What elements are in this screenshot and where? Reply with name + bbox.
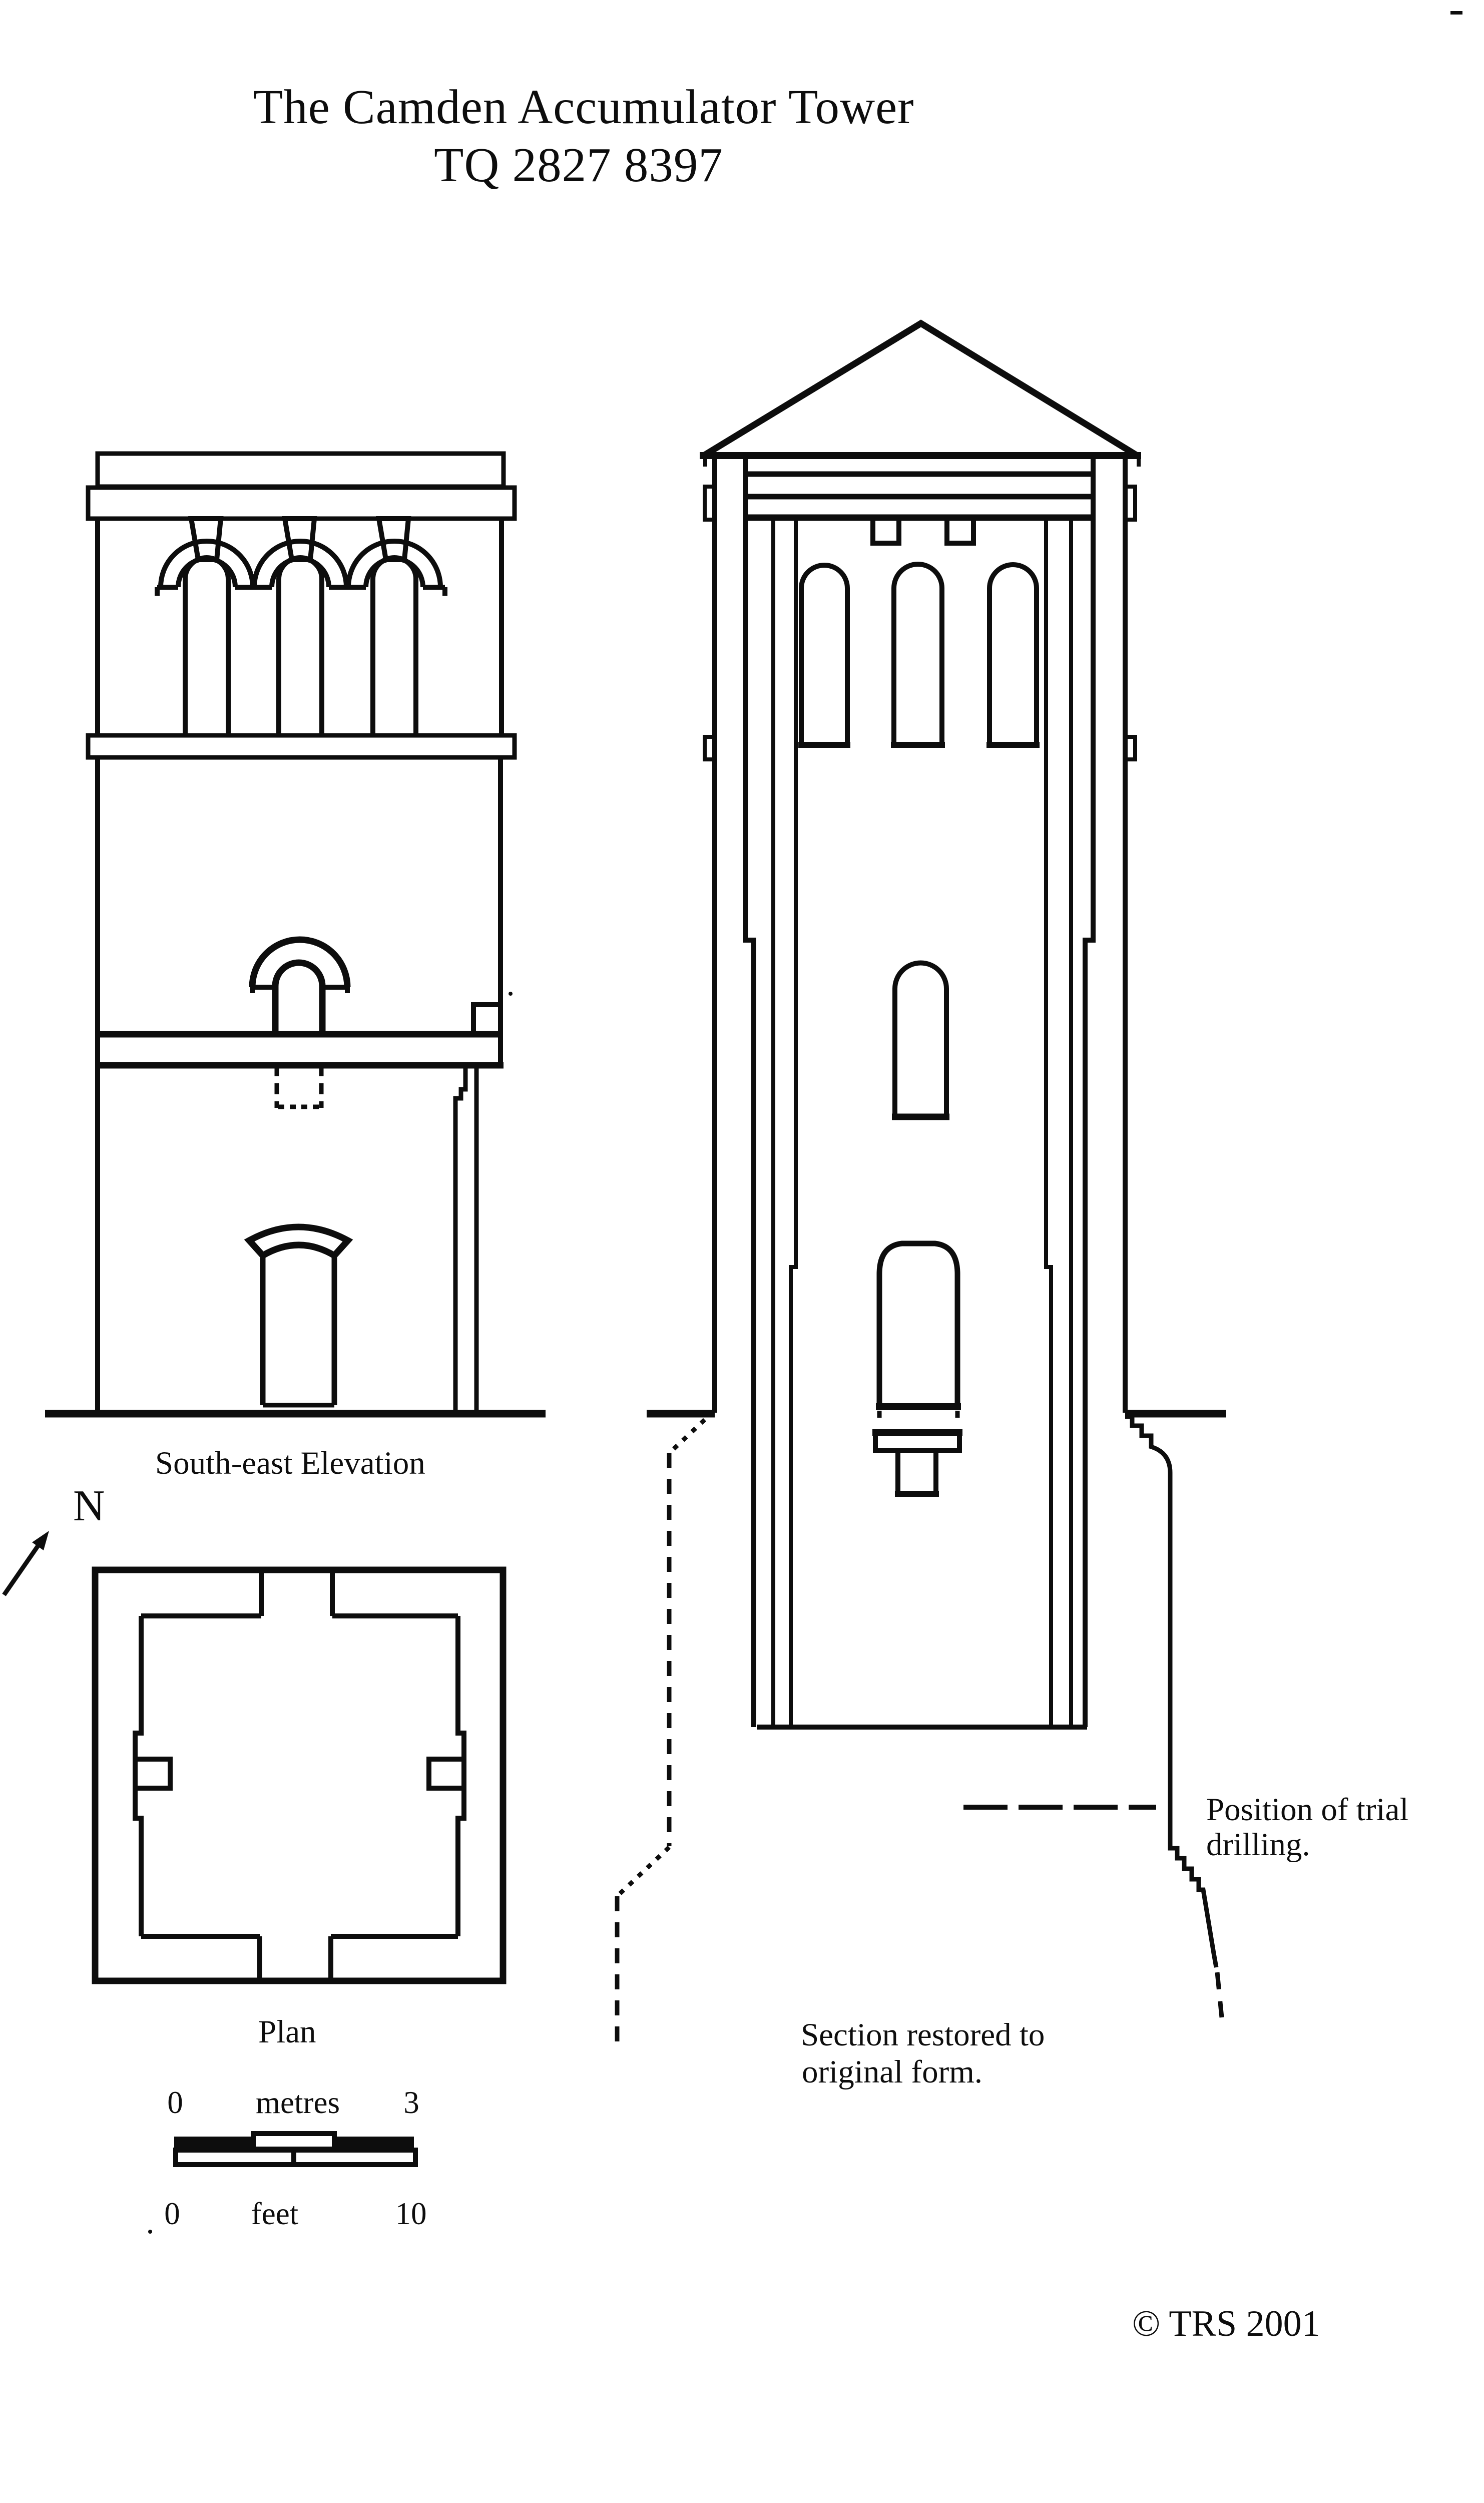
elevation-middle-window [249, 936, 351, 1034]
section-middle-window [892, 960, 949, 1120]
scale-metres-max: 3 [403, 2085, 419, 2120]
section-roof [702, 319, 1139, 459]
section-caption-line1: Section restored to [801, 2017, 1045, 2053]
corner-mark [1450, 11, 1462, 15]
scale-feet-zero: 0 [164, 2196, 180, 2231]
trial-drilling-caption-line1: Position of trial [1206, 1792, 1409, 1828]
elevation-hidden-shaft [274, 1065, 324, 1109]
arcade-arches [155, 516, 447, 735]
copyright-label: © TRS 2001 [1132, 2303, 1320, 2344]
elevation-door [244, 1223, 353, 1408]
elevation-string-course [86, 733, 517, 760]
elevation-caption: South-east Elevation [155, 1445, 425, 1481]
section-lower-window [876, 1240, 961, 1418]
scale-bar-graphic [173, 2131, 418, 2167]
page-title-line2: TQ 2827 8397 [434, 138, 723, 192]
plan-drawing [92, 1566, 507, 1984]
section-pedestal [872, 1429, 962, 1497]
section-upper-windows [798, 562, 1040, 748]
section-drawing [615, 319, 1226, 2052]
north-arrow [2, 1531, 49, 1596]
scale-feet-label: feet [251, 2196, 299, 2231]
section-putlog-holes [870, 520, 976, 546]
section-caption-line2: original form. [802, 2054, 983, 2090]
section-underground-right [1125, 1414, 1219, 1968]
plan-left-box [133, 1757, 173, 1791]
elevation-cornice-band [86, 485, 517, 521]
page-title-line1: The Camden Accumulator Tower [253, 80, 914, 134]
elevation-cap-slab [95, 451, 506, 489]
scan-specks [148, 11, 1462, 2234]
elevation-drawing [45, 451, 546, 1418]
scale-metres-zero: 0 [167, 2085, 183, 2120]
speck-dot [509, 992, 513, 996]
trial-drilling-caption-line2: drilling. [1206, 1827, 1310, 1863]
north-label: N [73, 1482, 105, 1530]
scale-feet-max: 10 [395, 2196, 427, 2231]
section-underground-left [615, 1418, 707, 2052]
speck-dot [148, 2230, 152, 2234]
plan-outer-wall [92, 1566, 507, 1984]
scale-metres-label: metres [256, 2085, 340, 2120]
elevation-right-block [471, 1002, 503, 1037]
plan-caption: Plan [258, 2014, 316, 2050]
plan-right-box [426, 1757, 466, 1791]
